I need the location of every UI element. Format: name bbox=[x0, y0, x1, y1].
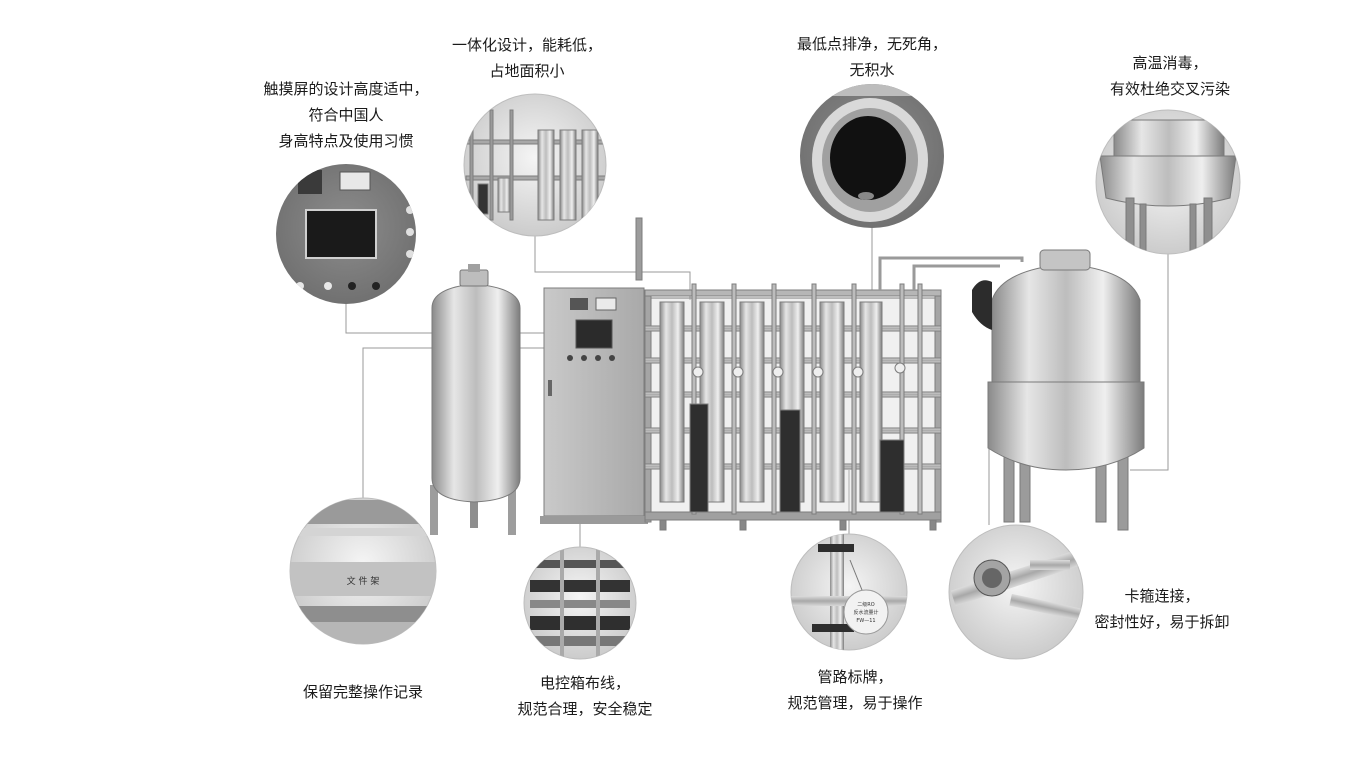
storage-tank-left bbox=[430, 264, 521, 535]
detail-sterilize bbox=[1095, 109, 1241, 255]
detail-touchscreen bbox=[276, 164, 416, 304]
detail-wiring bbox=[523, 546, 637, 660]
caption-sterilize-line-1: 高温消毒， bbox=[1132, 54, 1208, 72]
caption-pipe-label-line-1: 管路标牌， bbox=[817, 668, 893, 686]
jacketed-tank-right bbox=[972, 249, 1145, 531]
detail-records bbox=[289, 497, 437, 645]
caption-drain-line-2: 无积水 bbox=[849, 61, 895, 79]
caption-records-line-1: 保留完整操作记录 bbox=[302, 683, 424, 701]
caption-wiring-line-2: 规范合理，安全稳定 bbox=[517, 700, 653, 718]
caption-integrated: 一体化设计，能耗低， 占地面积小 bbox=[452, 32, 602, 84]
caption-clamp: 卡箍连接， 密封性好，易于拆卸 bbox=[1094, 583, 1229, 635]
caption-sterilize-line-2: 有效杜绝交叉污染 bbox=[1109, 80, 1231, 98]
caption-records: 保留完整操作记录 bbox=[303, 679, 423, 705]
caption-pipe-label: 管路标牌， 规范管理，易于操作 bbox=[787, 664, 922, 716]
detail-pipe-label bbox=[790, 533, 908, 651]
caption-wiring: 电控箱布线， 规范合理，安全稳定 bbox=[517, 670, 652, 722]
caption-drain: 最低点排净，无死角， 无积水 bbox=[797, 31, 947, 83]
caption-pipe-label-line-2: 规范管理，易于操作 bbox=[787, 694, 923, 712]
file-rack-label: 文 件 架 bbox=[347, 575, 380, 587]
caption-touchscreen-line-2: 符合中国人 bbox=[308, 106, 384, 124]
caption-integrated-line-1: 一体化设计，能耗低， bbox=[451, 36, 603, 54]
caption-integrated-line-2: 占地面积小 bbox=[489, 62, 565, 80]
detail-drain bbox=[800, 84, 944, 228]
caption-clamp-line-1: 卡箍连接， bbox=[1124, 587, 1200, 605]
detail-clamp bbox=[948, 524, 1084, 660]
detail-integrated bbox=[463, 93, 607, 237]
caption-drain-line-1: 最低点排净，无死角， bbox=[796, 35, 948, 53]
caption-sterilize: 高温消毒， 有效杜绝交叉污染 bbox=[1110, 50, 1230, 102]
pipe-tag-label: 二级RO bbox=[857, 601, 874, 608]
caption-touchscreen-line-3: 身高特点及使用习惯 bbox=[278, 132, 414, 150]
caption-touchscreen-line-1: 触摸屏的设计高度适中， bbox=[263, 80, 429, 98]
caption-clamp-line-2: 密封性好，易于拆卸 bbox=[1094, 613, 1230, 631]
caption-wiring-line-1: 电控箱布线， bbox=[539, 674, 631, 692]
pipe-tag-code-label: FW—11 bbox=[856, 618, 875, 624]
control-cabinet bbox=[540, 287, 648, 524]
pipe-tag-sub-label: 反水流量计 bbox=[853, 609, 878, 616]
ro-skid bbox=[635, 217, 1024, 531]
caption-touchscreen: 触摸屏的设计高度适中， 符合中国人 身高特点及使用习惯 bbox=[263, 76, 428, 154]
